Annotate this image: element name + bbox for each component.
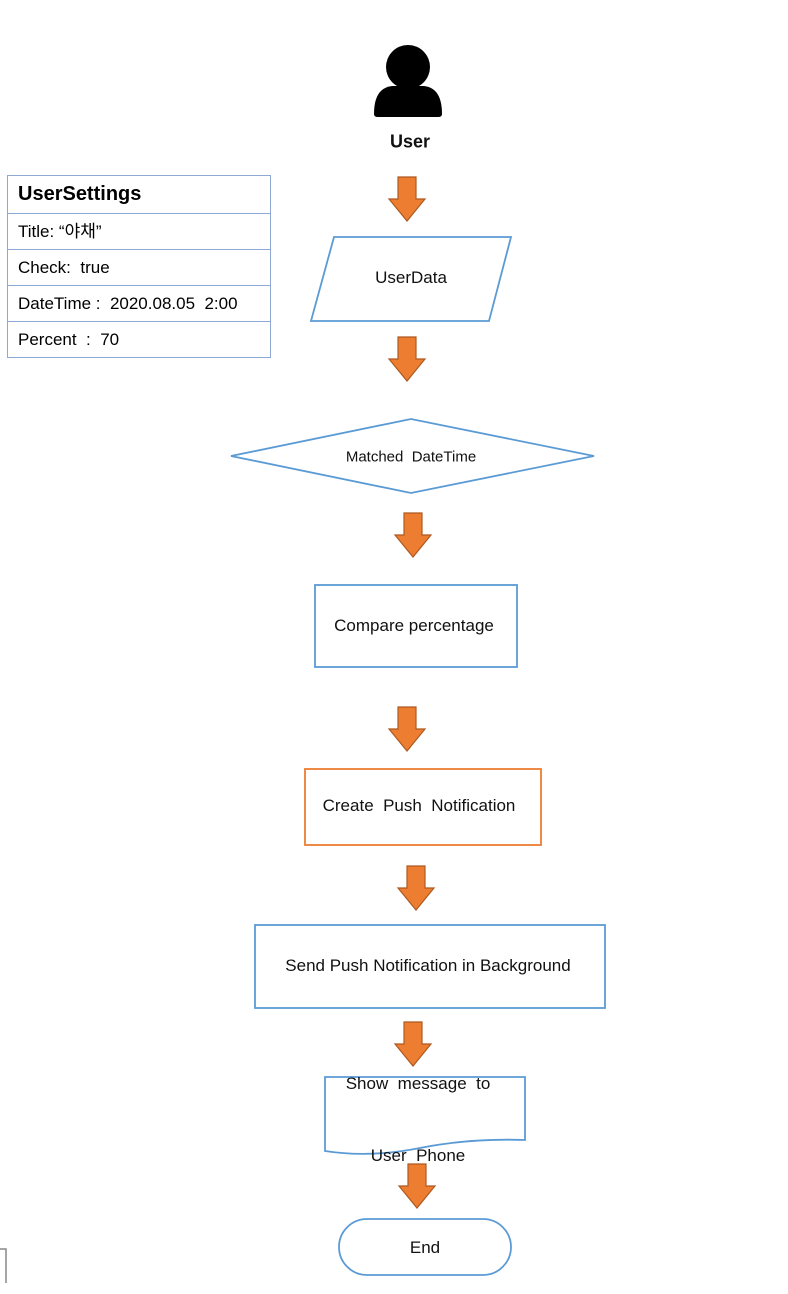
user-data-label: UserData <box>375 268 447 287</box>
show-message-shape <box>324 1076 526 1155</box>
flow-arrow-1 <box>387 176 427 222</box>
settings-row-check: Check: true <box>8 249 270 285</box>
matched-datetime-label: Matched DateTime <box>345 448 477 466</box>
send-shape <box>254 924 606 1009</box>
user-label: User <box>389 131 431 152</box>
settings-title: UserSettings <box>18 183 142 205</box>
flow-arrow-5 <box>396 865 436 911</box>
show-message-label: Show message to User Phone <box>346 1024 491 1192</box>
end-shape <box>338 1218 512 1276</box>
flow-arrow-3 <box>393 512 433 558</box>
show-message-line-2: User Phone <box>370 1146 466 1165</box>
user-settings-table: UserSettings Title: “야채” Check: true Dat… <box>7 175 271 358</box>
compare-label: Compare percentage <box>334 616 494 635</box>
compare-shape <box>314 584 518 668</box>
settings-row-title: Title: “야채” <box>8 213 270 249</box>
flow-arrow-4 <box>387 706 427 752</box>
flow-arrow-2 <box>387 336 427 382</box>
settings-row-percent: Percent : 70 <box>8 321 270 357</box>
send-notification-label: Send Push Notification in Background <box>285 956 571 975</box>
user-data-shape <box>309 236 513 322</box>
create-notification-label: Create Push Notification <box>322 796 516 815</box>
corner-bracket <box>0 1248 7 1283</box>
flow-arrow-6 <box>393 1021 433 1067</box>
create-shape <box>304 768 542 846</box>
user-icon <box>374 45 442 117</box>
show-message-line-1: Show message to <box>345 1074 491 1093</box>
flow-arrow-7 <box>397 1163 437 1209</box>
end-label: End <box>409 1238 441 1257</box>
decision-shape <box>230 418 595 494</box>
settings-row-datetime: DateTime : 2020.08.05 2:00 <box>8 285 270 321</box>
